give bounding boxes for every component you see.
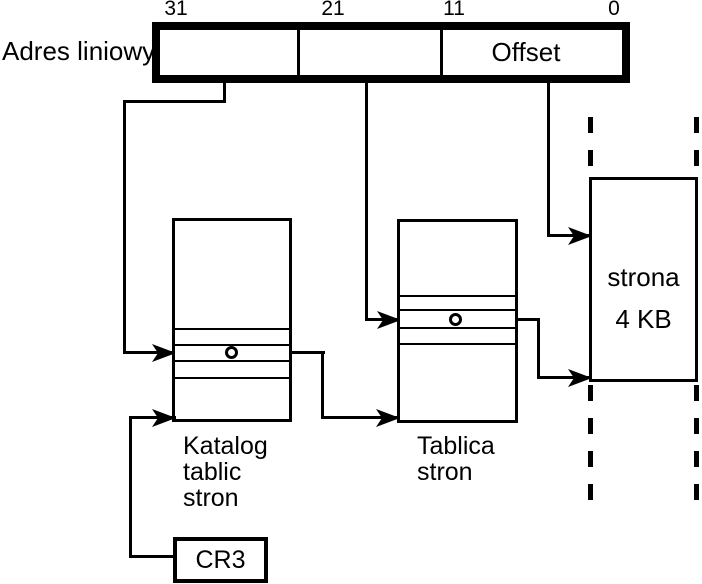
pte-to-page-wire-v: [537, 318, 540, 379]
arrowhead-icon: [377, 311, 401, 329]
bit-label-0: 0: [608, 0, 620, 20]
pd-index-wire-v1: [223, 83, 226, 103]
bit-label-31: 31: [164, 0, 188, 20]
offset-field-label: Offset: [491, 37, 561, 67]
cr3-wire-h-top: [129, 416, 176, 419]
page-directory-caption-line1: Katalog: [183, 432, 268, 460]
arrowhead-icon: [152, 409, 176, 427]
cr3-wire-h-bottom: [129, 555, 176, 558]
cr3-register-label: CR3: [195, 545, 246, 574]
page-boundary-dashed-line: [588, 117, 593, 177]
pt-row-line: [400, 309, 515, 311]
linear-address-box: [152, 22, 630, 83]
pd-row-line: [175, 344, 289, 346]
page-directory-caption: Katalog tablic stron: [183, 433, 268, 511]
offset-wire-v: [547, 83, 550, 237]
pd-index-wire-v2: [123, 100, 126, 354]
pt-row-line: [400, 327, 515, 329]
arrowhead-icon: [568, 369, 592, 387]
field-divider-2: [440, 30, 443, 75]
pte-to-page-wire-h: [537, 376, 592, 379]
offset-wire-h: [547, 234, 592, 237]
linear-address-label: Adres liniowy: [2, 36, 156, 66]
pd-row-line: [175, 360, 289, 362]
bit-label-11: 11: [443, 0, 465, 20]
page-frame-label-line2: 4 KB: [615, 304, 672, 334]
pt-row-line: [400, 295, 515, 297]
page-directory-table: [172, 218, 292, 422]
pd-row-line: [175, 328, 289, 330]
pt-entry-dot-icon: [449, 313, 462, 326]
pde-to-pt-wire-v: [321, 351, 324, 419]
cr3-register-box: CR3: [173, 537, 268, 583]
page-directory-caption-line3: stron: [183, 484, 239, 512]
pt-row-line: [400, 343, 515, 345]
arrowhead-icon: [568, 227, 592, 245]
page-table-caption-line1: Tablica: [417, 432, 495, 460]
pde-to-pt-wire-h: [321, 416, 400, 419]
page-boundary-dashed-line: [694, 385, 699, 508]
pd-row-line: [175, 377, 289, 379]
page-directory-caption-line2: tablic: [183, 458, 242, 486]
pd-entry-dot-icon: [225, 346, 238, 359]
page-frame-label-line1: strona: [607, 262, 680, 292]
arrowhead-icon: [376, 409, 400, 427]
bit-label-21: 21: [321, 0, 345, 20]
page-table-caption-line2: stron: [417, 458, 473, 486]
pt-index-wire-v: [365, 83, 368, 321]
page-frame-box: [589, 177, 698, 382]
page-table-caption: Tablica stron: [417, 433, 495, 485]
cr3-wire-v: [129, 416, 132, 558]
page-boundary-dashed-line: [588, 385, 593, 508]
pd-index-wire-h1: [123, 100, 226, 103]
field-divider-1: [297, 30, 300, 75]
page-boundary-dashed-line: [694, 117, 699, 177]
arrowhead-icon: [152, 344, 176, 362]
